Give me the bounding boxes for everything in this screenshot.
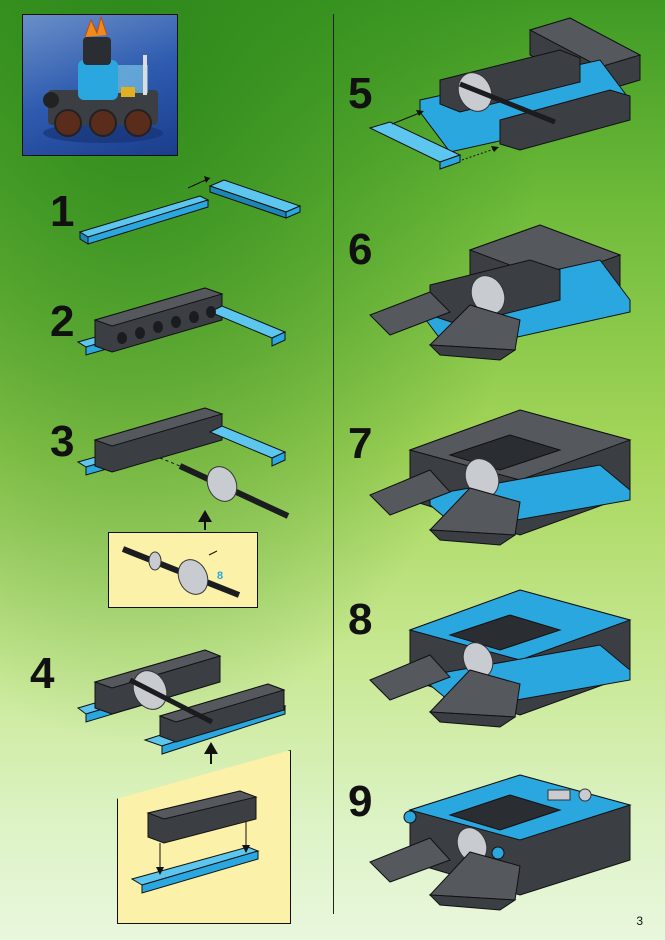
page-number: 3 <box>636 914 643 928</box>
step-number-1: 1 <box>50 187 75 236</box>
finished-model-thumbnail <box>22 14 178 156</box>
step-number-8: 8 <box>348 595 373 644</box>
step1-plate-right <box>208 179 302 219</box>
step-number-5: 5 <box>348 69 373 118</box>
step-number-3: 3 <box>50 417 75 466</box>
step-number-7: 7 <box>348 419 373 468</box>
step-number-4: 4 <box>30 649 55 698</box>
step1-plate-left <box>78 195 210 245</box>
step-number-6: 6 <box>348 225 373 274</box>
step-3-callout: 8 <box>108 532 258 608</box>
beam-to-plate-illustration <box>130 790 260 894</box>
column-divider <box>333 14 334 914</box>
axle-assembly-illustration: 8 <box>121 546 241 598</box>
step-number-2: 2 <box>50 297 75 346</box>
locomotive-illustration <box>43 15 163 143</box>
callout-quantity: 8 <box>217 570 223 582</box>
step-4-callout <box>117 750 291 924</box>
step-number-9: 9 <box>348 777 373 826</box>
